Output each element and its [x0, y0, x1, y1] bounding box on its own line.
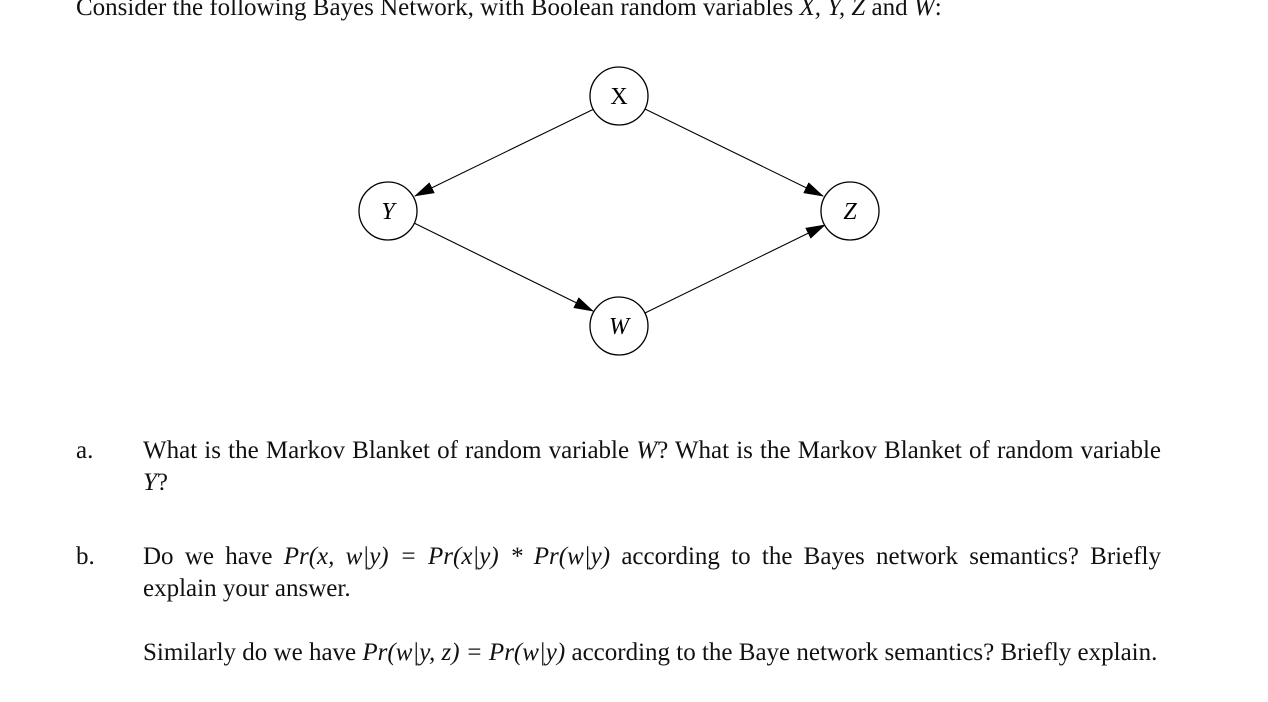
node-y: Y [358, 181, 418, 241]
question-a-text: What is the Markov Blanket of random var… [143, 435, 1161, 499]
question-b-formula-2: Pr(w|y, z) = Pr(w|y) [362, 639, 566, 666]
intro-suffix: : [934, 0, 942, 21]
question-b-part1: Do we have [143, 543, 284, 570]
intro-last-variable: W [913, 0, 935, 21]
question-b-marker: b. [76, 543, 95, 570]
node-z-label: Z [843, 199, 857, 225]
question-b-part2: according to the Bayes network semantics… [143, 543, 1161, 602]
node-w: W [589, 296, 649, 356]
question-b-followup: Similarly do we have Pr(w|y, z) = Pr(w|y… [143, 637, 1161, 669]
question-b-part3: Similarly do we have [143, 639, 363, 666]
node-y-label: Y [381, 199, 397, 225]
intro-prefix: Consider the following Bayes Network, wi… [76, 0, 800, 21]
edge-x-to-z [644, 108, 824, 197]
question-a-part2: ? What is the Markov Blanket of random v… [657, 437, 1161, 464]
question-b-text: Do we have Pr(x, w|y) = Pr(x|y) * Pr(w|y… [143, 541, 1161, 605]
node-z: Z [820, 181, 880, 241]
node-x: X [589, 66, 649, 126]
question-a-var-y: Y [143, 469, 157, 496]
node-x-circle [589, 66, 649, 126]
intro-and: and [865, 0, 914, 21]
node-w-label: W [609, 314, 631, 340]
question-b-formula-1: Pr(x, w|y) = Pr(x|y) * Pr(w|y) [283, 543, 611, 570]
intro-sentence: Consider the following Bayes Network, wi… [76, 0, 942, 22]
question-a-part1: What is the Markov Blanket of random var… [143, 437, 637, 464]
edge-x-to-y [414, 108, 595, 197]
question-a-part3: ? [156, 469, 169, 496]
intro-variables: X, Y, Z [799, 0, 866, 21]
question-a-marker: a. [76, 437, 94, 464]
question-a-var-w: W [636, 437, 658, 464]
node-z-circle [820, 181, 880, 241]
node-w-circle [589, 296, 649, 356]
bayes-network-diagram: X Y Z W [358, 66, 880, 356]
edge-w-to-z [644, 224, 826, 314]
node-y-circle [358, 181, 418, 241]
question-b-part4: according to the Baye network semantics?… [565, 639, 1158, 666]
edge-y-to-w [413, 222, 594, 312]
node-x-label: X [610, 84, 627, 110]
